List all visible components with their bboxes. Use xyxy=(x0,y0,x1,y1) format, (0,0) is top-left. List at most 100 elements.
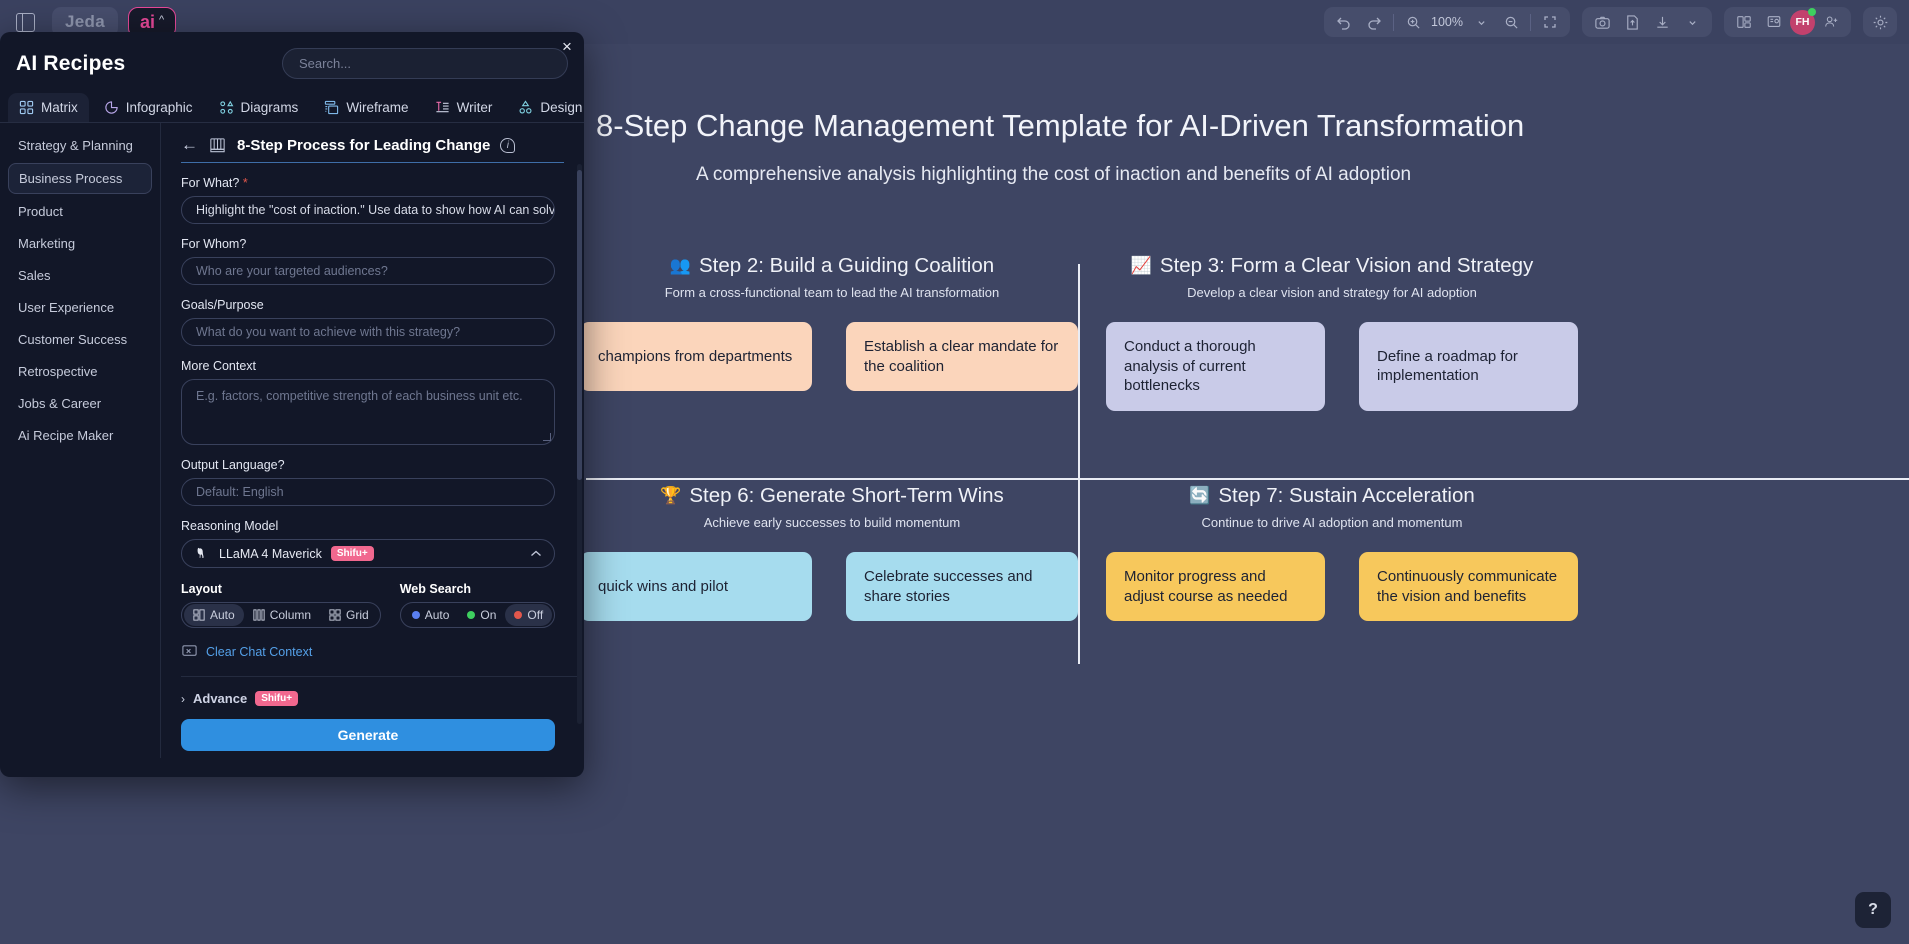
split-view-button[interactable] xyxy=(1730,9,1758,35)
back-arrow-icon[interactable]: ← xyxy=(181,135,198,154)
tab-design[interactable]: Design xyxy=(507,93,584,122)
category-business-process[interactable]: Business Process xyxy=(8,163,152,194)
present-button[interactable] xyxy=(1760,9,1788,35)
web-search-segmented-control: Auto On Off xyxy=(399,602,556,628)
for-whom-input[interactable]: Who are your targeted audiences? xyxy=(181,257,555,285)
layout-label: Layout xyxy=(181,582,222,596)
category-product[interactable]: Product xyxy=(18,204,63,219)
category-jobs-career[interactable]: Jobs & Career xyxy=(18,396,102,411)
tab-diagrams[interactable]: Diagrams xyxy=(208,93,310,122)
quadrant-step-6: 🏆 Step 6: Generate Short-Term Wins Achie… xyxy=(580,484,1078,621)
brand-label: Jeda xyxy=(65,12,105,31)
status-dot xyxy=(411,611,420,619)
panel-scrollbar[interactable] xyxy=(577,164,582,724)
info-icon[interactable]: i xyxy=(500,137,516,153)
quadrant-title-text: Step 7: Sustain Acceleration xyxy=(1218,484,1475,507)
matrix-card[interactable]: Continuously communicate the vision and … xyxy=(1359,552,1578,621)
add-user-button[interactable] xyxy=(1817,9,1845,35)
card-list: Conduct a thorough analysis of current b… xyxy=(1106,322,1578,411)
help-button[interactable]: ? xyxy=(1855,892,1891,928)
matrix-card[interactable]: champions from departments xyxy=(580,322,812,391)
zoom-in-button[interactable] xyxy=(1399,9,1427,35)
generate-button[interactable]: Generate xyxy=(181,719,555,751)
download-dropdown-caret[interactable] xyxy=(1678,9,1706,35)
refresh-icon: 🔄 xyxy=(1189,486,1211,505)
panel-title: AI Recipes xyxy=(16,51,126,75)
more-context-textarea[interactable]: E.g. factors, competitive strength of ea… xyxy=(181,379,555,445)
status-dot xyxy=(514,611,523,619)
tab-writer[interactable]: Writer xyxy=(424,93,504,122)
category-user-experience[interactable]: User Experience xyxy=(18,300,115,315)
matrix-vertical-divider xyxy=(1078,264,1080,664)
quadrant-title-text: Step 3: Form a Clear Vision and Strategy xyxy=(1159,254,1534,277)
advance-toggle[interactable]: › Advance Shifu+ xyxy=(181,691,564,706)
tab-matrix[interactable]: Matrix xyxy=(8,93,89,122)
web-search-option-auto[interactable]: Auto xyxy=(403,604,459,626)
layout-option-auto[interactable]: Auto xyxy=(184,604,244,626)
ai-button-label: ai xyxy=(139,11,155,32)
clear-chat-context-button[interactable]: Clear Chat Context xyxy=(181,643,564,660)
layout-option-column[interactable]: Column xyxy=(244,604,320,626)
matrix-card[interactable]: Conduct a thorough analysis of current b… xyxy=(1106,322,1325,411)
upload-button[interactable] xyxy=(1618,9,1646,35)
matrix-card[interactable]: Establish a clear mandate for the coalit… xyxy=(846,322,1078,391)
goals-input[interactable]: What do you want to achieve with this st… xyxy=(181,318,555,346)
camera-button[interactable] xyxy=(1588,9,1616,35)
for-what-input[interactable]: Highlight the "cost of inaction." Use da… xyxy=(181,196,555,224)
redo-button[interactable] xyxy=(1360,9,1388,35)
avatar[interactable]: FH xyxy=(1790,7,1816,35)
field-label: For What? * xyxy=(181,176,564,190)
tab-label: Diagrams xyxy=(240,100,299,115)
category-marketing[interactable]: Marketing xyxy=(18,236,76,251)
close-icon[interactable]: × xyxy=(562,37,572,56)
field-label: Output Language? xyxy=(181,458,285,472)
quadrant-step-2: 👥 Step 2: Build a Guiding Coalition Form… xyxy=(580,254,1078,391)
category-sales[interactable]: Sales xyxy=(18,268,51,283)
matrix-card[interactable]: quick wins and pilot xyxy=(580,552,812,621)
tab-label: Matrix xyxy=(41,100,78,115)
zoom-out-button[interactable] xyxy=(1497,9,1525,35)
media-group xyxy=(1582,7,1712,37)
web-search-option-off[interactable]: Off xyxy=(505,604,553,626)
required-mark: * xyxy=(242,176,248,190)
layout-segmented-control: Auto Column Grid xyxy=(181,602,381,628)
matrix-horizontal-divider xyxy=(586,478,1909,480)
matrix-card[interactable]: Monitor progress and adjust course as ne… xyxy=(1106,552,1325,621)
search-input[interactable]: Search... xyxy=(282,48,568,79)
card-list: Monitor progress and adjust course as ne… xyxy=(1106,552,1578,621)
layout-option-grid[interactable]: Grid xyxy=(320,604,378,626)
quadrant-title: 👥 Step 2: Build a Guiding Coalition xyxy=(586,254,1078,278)
sidebar-toggle-button[interactable] xyxy=(8,6,42,38)
tab-infographic[interactable]: Infographic xyxy=(93,93,204,122)
category-customer-success[interactable]: Customer Success xyxy=(18,332,128,347)
model-name: LLaMA 4 Maverick xyxy=(219,546,322,561)
category-ai-recipe-maker[interactable]: Ai Recipe Maker xyxy=(18,428,114,443)
clear-context-label: Clear Chat Context xyxy=(206,644,313,659)
reasoning-model-select[interactable]: LLaMA 4 Maverick Shifu+ xyxy=(181,539,555,568)
zoom-level[interactable]: 100% xyxy=(1431,15,1463,29)
zoom-dropdown-caret[interactable] xyxy=(1467,9,1495,35)
output-language-input[interactable]: Default: English xyxy=(181,478,555,506)
quadrant-subtitle: Continue to drive AI adoption and moment… xyxy=(1201,515,1463,530)
tab-wireframe[interactable]: Wireframe xyxy=(313,93,419,122)
search-placeholder: Search... xyxy=(299,56,352,71)
sidebar-panel-icon xyxy=(15,12,35,32)
category-retrospective[interactable]: Retrospective xyxy=(18,364,98,379)
fit-screen-button[interactable] xyxy=(1536,9,1564,35)
option-label: Off xyxy=(527,608,544,622)
chevron-up-icon: ^ xyxy=(158,13,165,26)
panel-header: AI Recipes Search... xyxy=(0,32,584,87)
shifu-plus-badge: Shifu+ xyxy=(255,691,299,706)
web-search-option-on[interactable]: On xyxy=(458,604,505,626)
settings-button[interactable] xyxy=(1863,7,1897,37)
download-button[interactable] xyxy=(1648,9,1676,35)
matrix-icon xyxy=(19,100,34,115)
matrix-card[interactable]: Define a roadmap for implementation xyxy=(1359,322,1578,411)
quadrant-subtitle: Form a cross-functional team to lead the… xyxy=(664,285,1000,300)
undo-button[interactable] xyxy=(1330,9,1358,35)
matrix-card[interactable]: Celebrate successes and share stories xyxy=(846,552,1078,621)
shifu-plus-badge: Shifu+ xyxy=(330,546,374,561)
category-strategy-planning[interactable]: Strategy & Planning xyxy=(18,138,133,153)
scrollbar-thumb[interactable] xyxy=(577,170,582,480)
chevron-up-icon[interactable] xyxy=(530,550,542,558)
